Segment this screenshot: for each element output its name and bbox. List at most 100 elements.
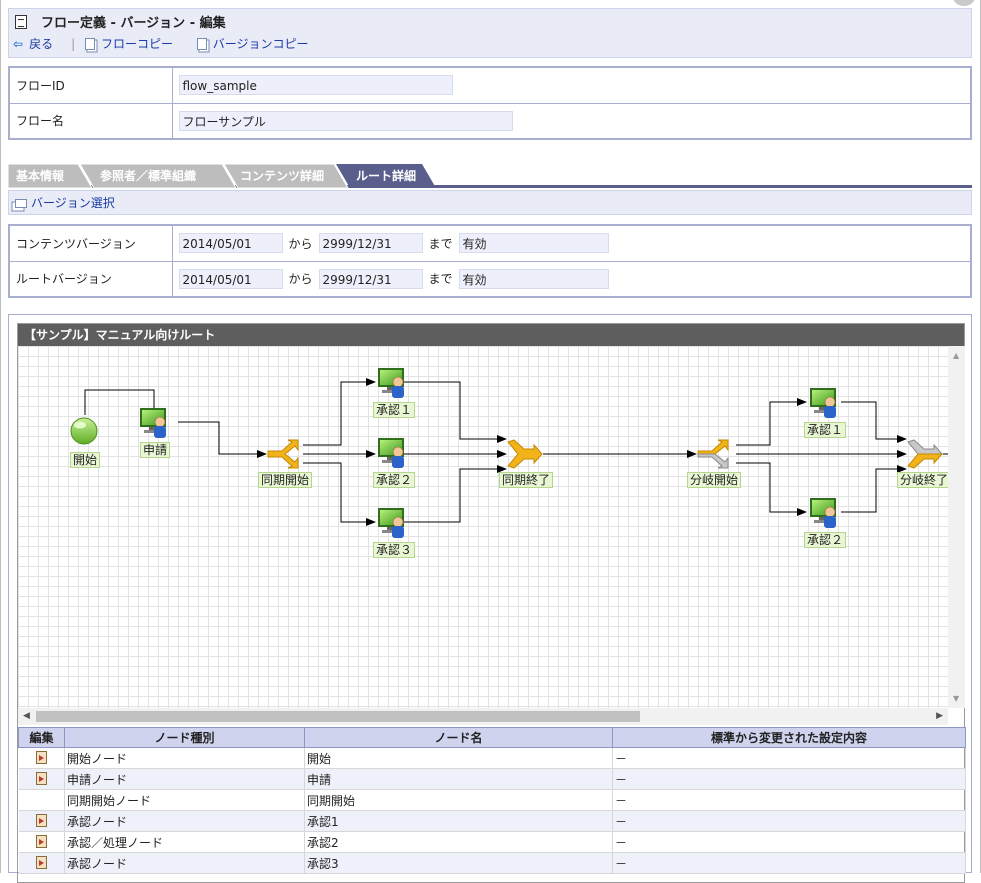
branch-start-node[interactable]: 分岐開始	[687, 472, 742, 488]
table-row: 開始ノード 開始 －	[18, 747, 966, 769]
from-label: から	[288, 272, 313, 287]
route-version-label: ルートバージョン	[8, 260, 173, 298]
tab-shapes	[8, 163, 436, 188]
branch-approve2-node-icon	[810, 498, 836, 528]
table-row: 承認ノード 承認3 －	[18, 852, 966, 874]
horizontal-scrollbar[interactable]: ◀ ▶	[18, 708, 948, 725]
tab-basic-info[interactable]: 基本情報	[16, 169, 65, 183]
approve2-node-icon	[378, 438, 404, 468]
edit-icon[interactable]	[35, 814, 47, 827]
page-title: フロー定義 - バージョン - 編集	[15, 12, 226, 31]
version-select-link[interactable]: バージョン選択	[15, 196, 115, 210]
col-edit: 編集	[18, 727, 65, 748]
node-type-cell: 申請ノード	[64, 768, 305, 790]
node-table: 編集 ノード種別 ノード名 標準から変更された設定内容 開始ノード 開始 － 申…	[18, 727, 966, 874]
route-viewer: 【サンプル】マニュアル向けルート	[17, 323, 966, 883]
scroll-left-icon[interactable]: ◀	[23, 711, 30, 721]
sync-start-node[interactable]: 同期開始	[258, 472, 313, 488]
edit-cell-empty	[18, 789, 65, 811]
content-version-to: 2999/12/31	[318, 233, 423, 254]
table-row: 同期開始ノード 同期開始 －	[18, 789, 966, 811]
sync-start-gateway-icon	[267, 439, 299, 469]
from-label: から	[288, 236, 313, 251]
route-version-row: ルートバージョン 2014/05/01 から 2999/12/31 まで有効	[8, 260, 972, 298]
node-name-cell: 承認1	[304, 810, 613, 832]
flow-copy-link[interactable]: フローコピー	[84, 37, 179, 51]
node-type-cell: 同期開始ノード	[64, 789, 305, 811]
apply-node-icon	[140, 408, 166, 438]
tab-bar: 基本情報 参照者／標準組織 コンテンツ詳細 ルート詳細	[8, 160, 972, 188]
branch-approve1-node[interactable]: 承認１	[804, 422, 847, 438]
to-label: まで	[428, 236, 453, 251]
flow-info-table: フローID flow_sample フロー名 フローサンプル	[8, 66, 972, 140]
edit-icon[interactable]	[35, 751, 47, 764]
flow-name-field: フローサンプル	[178, 110, 513, 131]
header-links: ⇦戻る | フローコピー バージョンコピー	[13, 35, 321, 52]
to-label: まで	[428, 272, 453, 287]
approve3-node[interactable]: 承認３	[373, 542, 416, 558]
flow-diagram	[70, 368, 948, 538]
start-node[interactable]: 開始	[70, 452, 101, 468]
scroll-down-icon[interactable]: ▼	[953, 694, 960, 703]
approve1-node-icon	[378, 368, 404, 398]
sync-end-node[interactable]: 同期終了	[499, 472, 554, 488]
route-version-to: 2999/12/31	[318, 268, 423, 289]
content-version-from: 2014/05/01	[178, 233, 283, 254]
table-row: 承認／処理ノード 承認2 －	[18, 831, 966, 853]
scroll-up-icon[interactable]: ▲	[953, 351, 960, 360]
edit-icon[interactable]	[35, 772, 47, 785]
node-type-cell: 承認ノード	[64, 852, 305, 874]
edit-icon[interactable]	[35, 856, 47, 869]
changes-cell: －	[612, 852, 966, 874]
tab-viewers-org[interactable]: 参照者／標準組織	[100, 169, 197, 183]
scroll-right-icon[interactable]: ▶	[936, 711, 943, 721]
table-row: 申請ノード 申請 －	[18, 768, 966, 790]
approve2-node[interactable]: 承認２	[373, 472, 416, 488]
branch-approve2-node[interactable]: 承認２	[804, 532, 847, 548]
route-version-status: 有効	[458, 268, 609, 289]
copy-icon	[84, 38, 95, 50]
col-changes: 標準から変更された設定内容	[612, 727, 966, 748]
horizontal-scroll-thumb[interactable]	[36, 711, 640, 722]
branch-end-node[interactable]: 分岐終了	[897, 472, 948, 488]
changes-cell: －	[612, 768, 966, 790]
node-name-cell: 同期開始	[304, 789, 613, 811]
sync-end-gateway-icon	[507, 439, 543, 469]
link-separator: |	[71, 37, 76, 51]
back-arrow-icon: ⇦	[13, 37, 24, 51]
flow-name-label: フロー名	[8, 102, 173, 140]
edit-icon[interactable]	[35, 835, 47, 848]
flow-id-field: flow_sample	[178, 75, 453, 96]
node-name-cell: 開始	[304, 747, 613, 769]
vertical-scrollbar[interactable]: ▲ ▼	[948, 346, 965, 708]
content-version-label: コンテンツバージョン	[8, 224, 173, 262]
flow-id-label: フローID	[8, 66, 173, 104]
changes-cell: －	[612, 789, 966, 811]
node-name-cell: 承認3	[304, 852, 613, 874]
flow-canvas[interactable]: 開始 申請 同期開始 承認１ 承認２ 承認３ 同期終了 分岐開始 承認１ 承認２…	[18, 346, 948, 708]
route-version-from: 2014/05/01	[178, 268, 283, 289]
col-node-type: ノード種別	[64, 727, 305, 748]
copy-icon	[196, 38, 207, 50]
branch-end-gateway-icon	[907, 439, 944, 469]
node-type-cell: 承認／処理ノード	[64, 831, 305, 853]
tab-route-detail[interactable]: ルート詳細	[356, 169, 417, 183]
window-corner	[953, 0, 975, 6]
route-panel: 【サンプル】マニュアル向けルート	[8, 314, 972, 883]
version-copy-link[interactable]: バージョンコピー	[196, 37, 315, 51]
version-icon	[15, 199, 27, 208]
branch-start-gateway-icon	[697, 439, 729, 469]
node-name-cell: 申請	[304, 768, 613, 790]
tab-content-detail[interactable]: コンテンツ詳細	[240, 169, 325, 183]
col-node-name: ノード名	[304, 727, 613, 748]
table-row: 承認ノード 承認1 －	[18, 810, 966, 832]
approve1-node[interactable]: 承認１	[373, 402, 416, 418]
page-header: フロー定義 - バージョン - 編集 ⇦戻る | フローコピー バージョンコピー	[8, 8, 972, 58]
document-icon	[15, 15, 27, 29]
branch-approve1-node-icon	[810, 388, 836, 418]
apply-node[interactable]: 申請	[140, 442, 171, 458]
back-link[interactable]: ⇦戻る	[13, 37, 54, 51]
version-select-bar: バージョン選択	[8, 190, 972, 215]
